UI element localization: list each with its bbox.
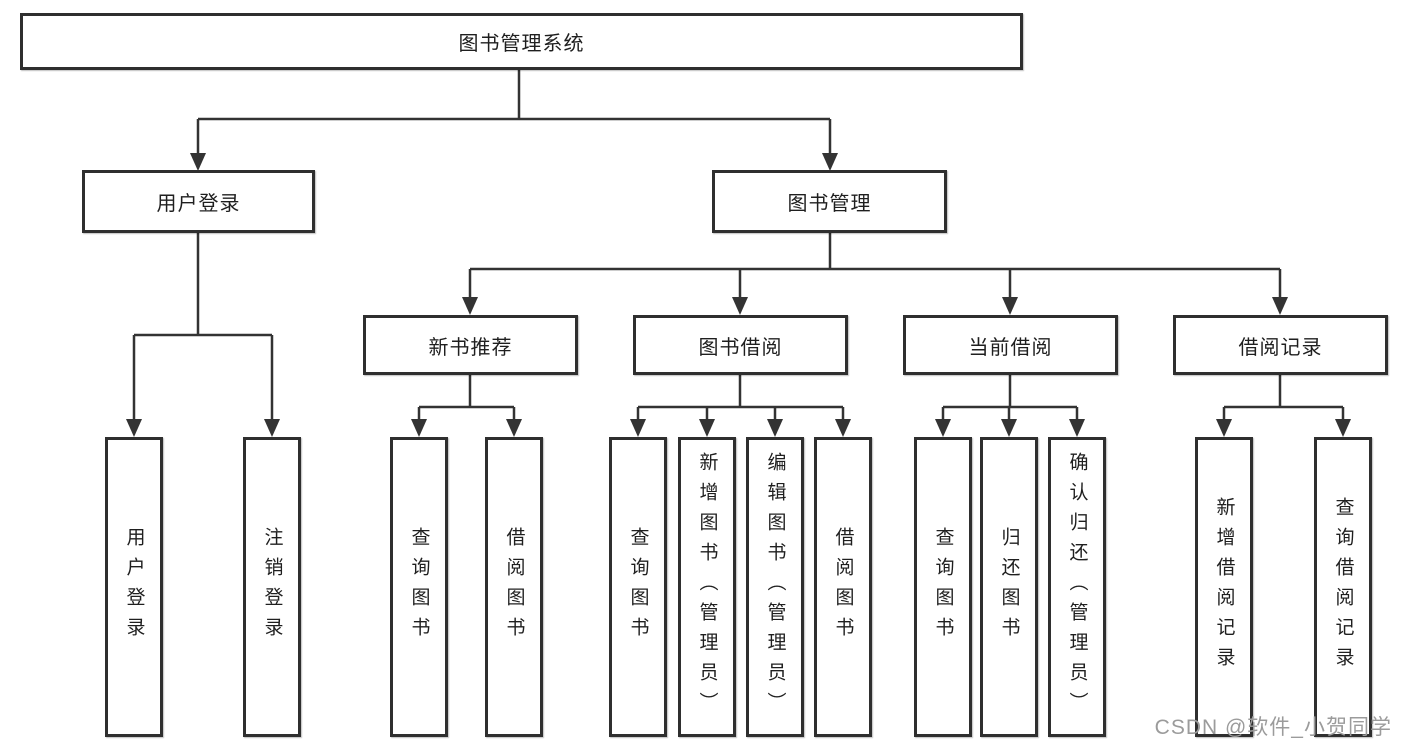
node-label: 图书借阅 <box>698 336 783 359</box>
node-label: 查询借阅记录 <box>1332 497 1354 677</box>
leaf-recommend-borrow-books: 借阅图书 <box>485 437 543 737</box>
node-label: 注销登录 <box>261 527 283 647</box>
node-label: 新增借阅记录 <box>1213 497 1235 677</box>
leaf-borrow-edit-books-admin: 编辑图书（管理员） <box>746 437 804 737</box>
node-label: 新书推荐 <box>428 336 513 359</box>
leaf-logout: 注销登录 <box>243 437 301 737</box>
node-book-management: 图书管理 <box>712 170 947 233</box>
node-label: 借阅记录 <box>1238 336 1323 359</box>
node-label: 归还图书 <box>998 527 1020 647</box>
leaf-records-add-record: 新增借阅记录 <box>1195 437 1253 737</box>
node-label: 新增图书（管理员） <box>696 452 718 722</box>
leaf-recommend-query-books: 查询图书 <box>390 437 448 737</box>
node-new-book-recommend: 新书推荐 <box>363 315 578 375</box>
node-label: 图书管理 <box>787 193 872 215</box>
leaf-current-return-books: 归还图书 <box>980 437 1038 737</box>
leaf-records-query-record: 查询借阅记录 <box>1314 437 1372 737</box>
node-label: 当前借阅 <box>968 336 1053 359</box>
leaf-current-query-books: 查询图书 <box>914 437 972 737</box>
node-borrow-records: 借阅记录 <box>1173 315 1388 375</box>
leaf-user-login: 用户登录 <box>105 437 163 737</box>
node-label: 图书管理系统 <box>458 33 585 55</box>
leaf-borrow-borrow-books: 借阅图书 <box>814 437 872 737</box>
watermark-text: CSDN @软件_小贺同学 <box>1154 716 1392 739</box>
node-label: 查询图书 <box>627 527 649 647</box>
node-label: 用户登录 <box>123 527 145 647</box>
node-label: 确认归还（管理员） <box>1066 452 1088 722</box>
node-book-borrow: 图书借阅 <box>633 315 848 375</box>
node-label: 编辑图书（管理员） <box>764 452 786 722</box>
node-label: 借阅图书 <box>503 527 525 647</box>
leaf-borrow-add-books-admin: 新增图书（管理员） <box>678 437 736 737</box>
node-label: 查询图书 <box>408 527 430 647</box>
leaf-borrow-query-books: 查询图书 <box>609 437 667 737</box>
node-label: 借阅图书 <box>832 527 854 647</box>
leaf-current-confirm-return-admin: 确认归还（管理员） <box>1048 437 1106 737</box>
node-user-login: 用户登录 <box>82 170 315 233</box>
node-label: 用户登录 <box>156 193 241 215</box>
node-current-borrow: 当前借阅 <box>903 315 1118 375</box>
node-label: 查询图书 <box>932 527 954 647</box>
node-root-library-system: 图书管理系统 <box>20 13 1023 70</box>
